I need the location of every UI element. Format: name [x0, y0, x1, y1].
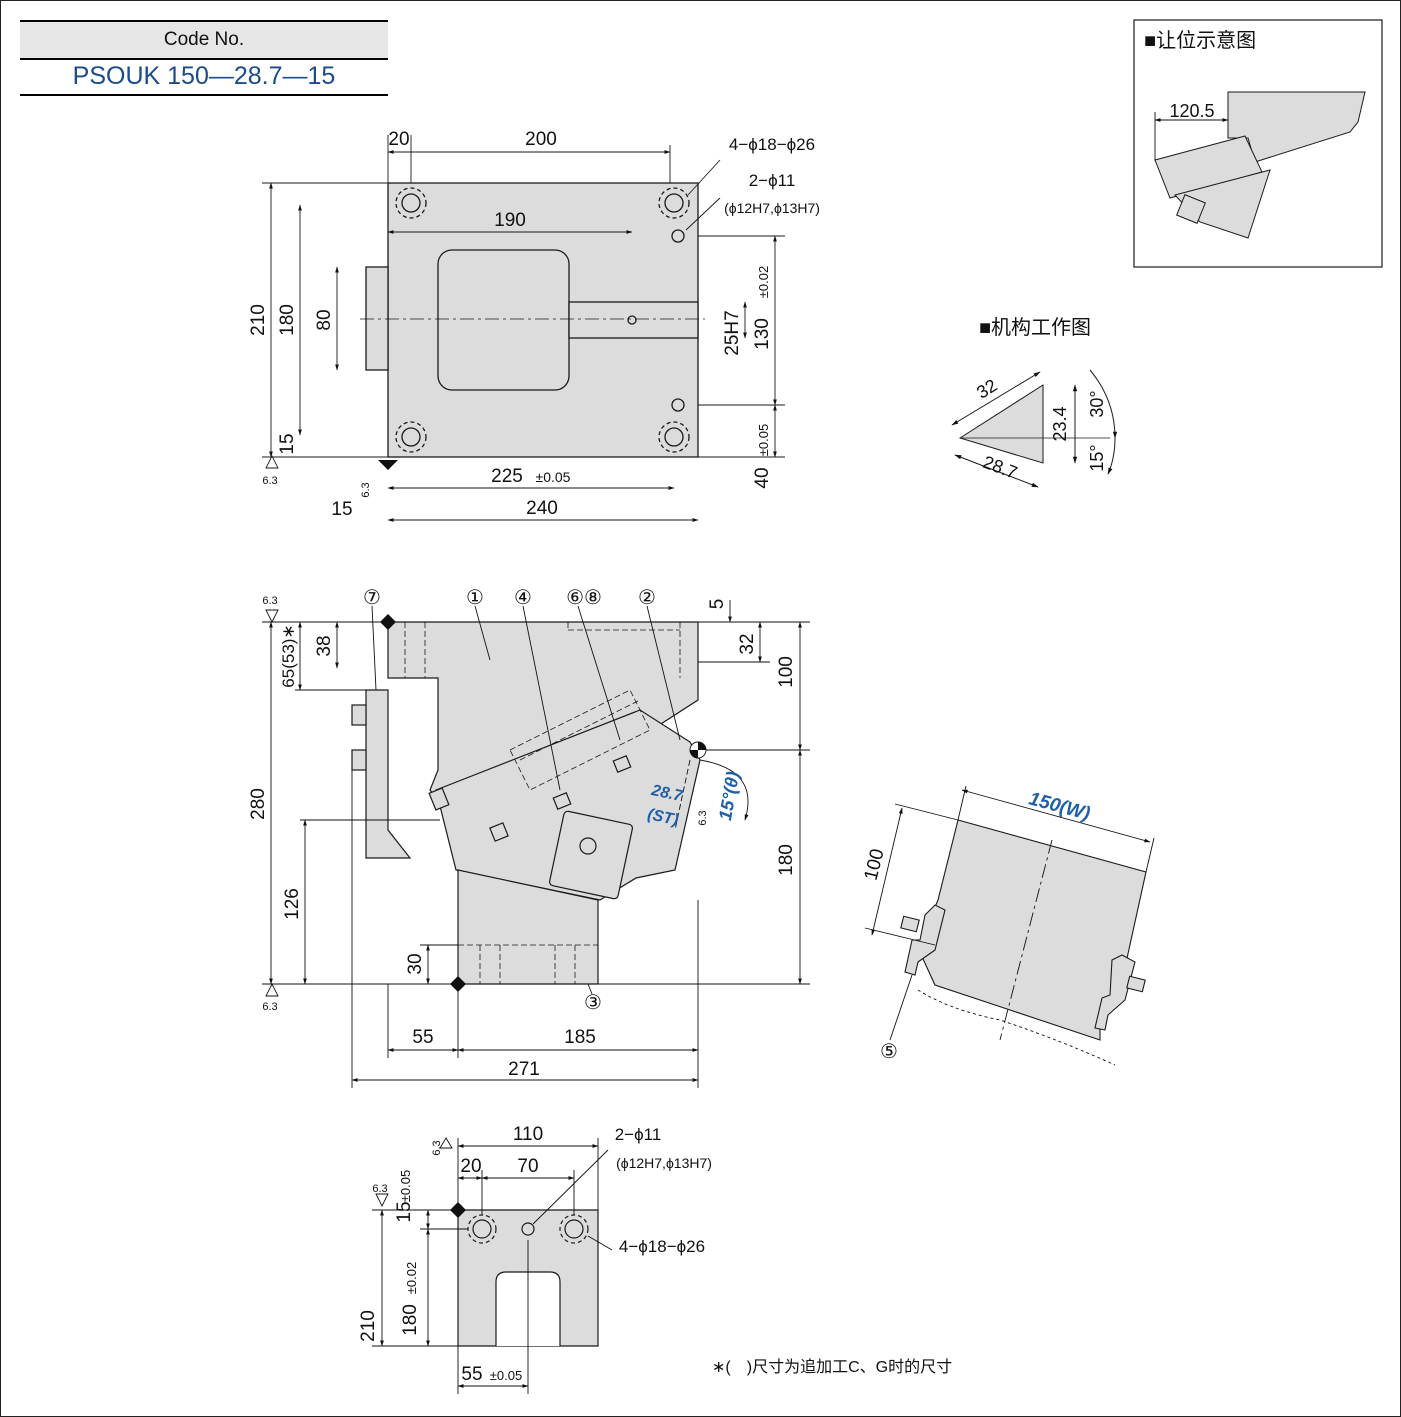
side-view: [351, 621, 701, 985]
side-view-labels: 6.3 65(53)∗ 38 280 126 30 5 32 100 180 5…: [248, 587, 797, 1080]
roughness-label: 6.3: [262, 1001, 277, 1013]
dim-label: 110: [513, 1124, 543, 1145]
roughness-label: 6.3: [262, 475, 277, 487]
bottom-view-labels: 110 20 70 15 ±0.05 180 ±0.02 210 55 ±0.0…: [358, 1124, 712, 1385]
code-number-value: PSOUK 150—28.7—15: [20, 58, 388, 96]
hole-spec-label: 2−ϕ11: [615, 1125, 662, 1144]
hole-spec-label: 2−ϕ11: [749, 171, 796, 190]
dim-label: 55: [461, 1364, 482, 1385]
dim-label: 80: [314, 309, 335, 330]
top-slot: [568, 301, 699, 339]
dim-label: 240: [526, 498, 558, 519]
hole-spec-label: 4−ϕ18−ϕ26: [729, 135, 815, 154]
stroke-tag: (ST): [646, 806, 680, 829]
width-view-lines: [864, 785, 1155, 1066]
tolerance-label: ±0.05: [536, 469, 571, 485]
roughness-label: 6.3: [360, 482, 372, 497]
angle-label: 15°: [1087, 444, 1107, 471]
roughness-label: 6.3: [697, 810, 709, 825]
callout-7: ⑦: [363, 587, 381, 609]
dim-label: 15: [331, 499, 352, 520]
roughness-label: 6.3: [262, 595, 277, 607]
angle-label: 30°: [1087, 390, 1107, 417]
dim-label: 185: [564, 1027, 596, 1048]
left-guide: [365, 689, 412, 859]
dim-label: 100: [861, 847, 889, 883]
callout-3: ③: [584, 992, 602, 1014]
clearance-diagram: [1133, 19, 1383, 268]
stroke-label: 28.7: [649, 782, 685, 806]
clearance-title: ■让位示意图: [1144, 29, 1256, 52]
dim-label: 28.7: [980, 452, 1020, 483]
dim-label: 225: [491, 466, 523, 487]
callout-6-8: ⑥⑧: [566, 587, 602, 609]
dim-label: 190: [494, 210, 526, 231]
top-side-block: [365, 266, 389, 371]
tolerance-label: ±0.05: [490, 1368, 522, 1383]
dim-label: 5: [707, 599, 728, 610]
dim-label: 180: [776, 844, 797, 876]
dim-label: 100: [776, 656, 797, 688]
dim-label: 271: [508, 1059, 540, 1080]
cam-pad: [549, 810, 633, 900]
mechanism-diagram: [951, 369, 1118, 488]
bottom-view-dims: [372, 1137, 613, 1394]
dim-label: 38: [314, 635, 335, 656]
dim-label: 126: [282, 888, 303, 920]
angle-label: 15°(θ): [715, 770, 743, 822]
dim-label: 200: [525, 129, 557, 150]
roughness-label: 6.3: [431, 1140, 443, 1155]
clearance-labels: ■让位示意图 120.5: [1144, 29, 1256, 121]
roughness-label: 6.3: [372, 1183, 387, 1195]
dim-label: 130: [752, 318, 773, 350]
dim-label: 20: [388, 129, 409, 150]
dim-label: 40: [752, 467, 773, 488]
footnote: ∗( )尺寸为追加工C、G时的尺寸: [712, 1358, 952, 1376]
dim-label: 30: [405, 953, 426, 974]
dim-label: 210: [358, 1310, 379, 1342]
hole-spec-label: 4−ϕ18−ϕ26: [619, 1237, 705, 1256]
tolerance-label: ±0.02: [756, 266, 771, 298]
dim-label: 23.4: [1050, 406, 1070, 441]
callout-2: ②: [638, 587, 656, 609]
top-view: [262, 135, 785, 522]
dim-label: 180: [277, 304, 298, 336]
dim-label: 70: [517, 1156, 538, 1177]
counterbore-hole-icon: [395, 187, 690, 453]
callout-4: ④: [514, 587, 532, 609]
code-number-header: Code No.: [20, 20, 388, 60]
tolerance-label: ±0.05: [398, 1170, 413, 1202]
width-view: [900, 819, 1147, 1041]
dim-label: 55: [412, 1027, 433, 1048]
dim-label: 15: [394, 1201, 415, 1222]
hole-spec-note: (ϕ12H7,ϕ13H7): [724, 200, 820, 216]
dim-label: 65(53)∗: [279, 624, 298, 687]
dim-label: 180: [400, 1304, 421, 1336]
hole-spec-note: (ϕ12H7,ϕ13H7): [616, 1155, 712, 1171]
top-view-labels: 20 200 190 210 180 80 15 25H7 130 ±0.02 …: [248, 129, 820, 520]
side-view-hidden: [404, 622, 681, 984]
mechanism-title: ■机构工作图: [979, 316, 1091, 339]
dim-label: 20: [460, 1156, 481, 1177]
dim-label: 280: [248, 788, 269, 820]
dim-label: 32: [737, 633, 758, 654]
dim-label: 210: [248, 304, 269, 336]
tolerance-label: ±0.02: [404, 1262, 419, 1294]
width-label: 150(W): [1027, 788, 1093, 824]
side-view-dims: [262, 600, 810, 1088]
callout-1: ①: [466, 587, 484, 609]
dim-label: 120.5: [1169, 101, 1214, 121]
tolerance-label: ±0.05: [756, 424, 771, 456]
dim-label: 25H7: [722, 310, 743, 355]
top-window: [437, 249, 570, 391]
dim-label: 15: [277, 433, 298, 454]
callout-5: ⑤: [880, 1041, 898, 1063]
